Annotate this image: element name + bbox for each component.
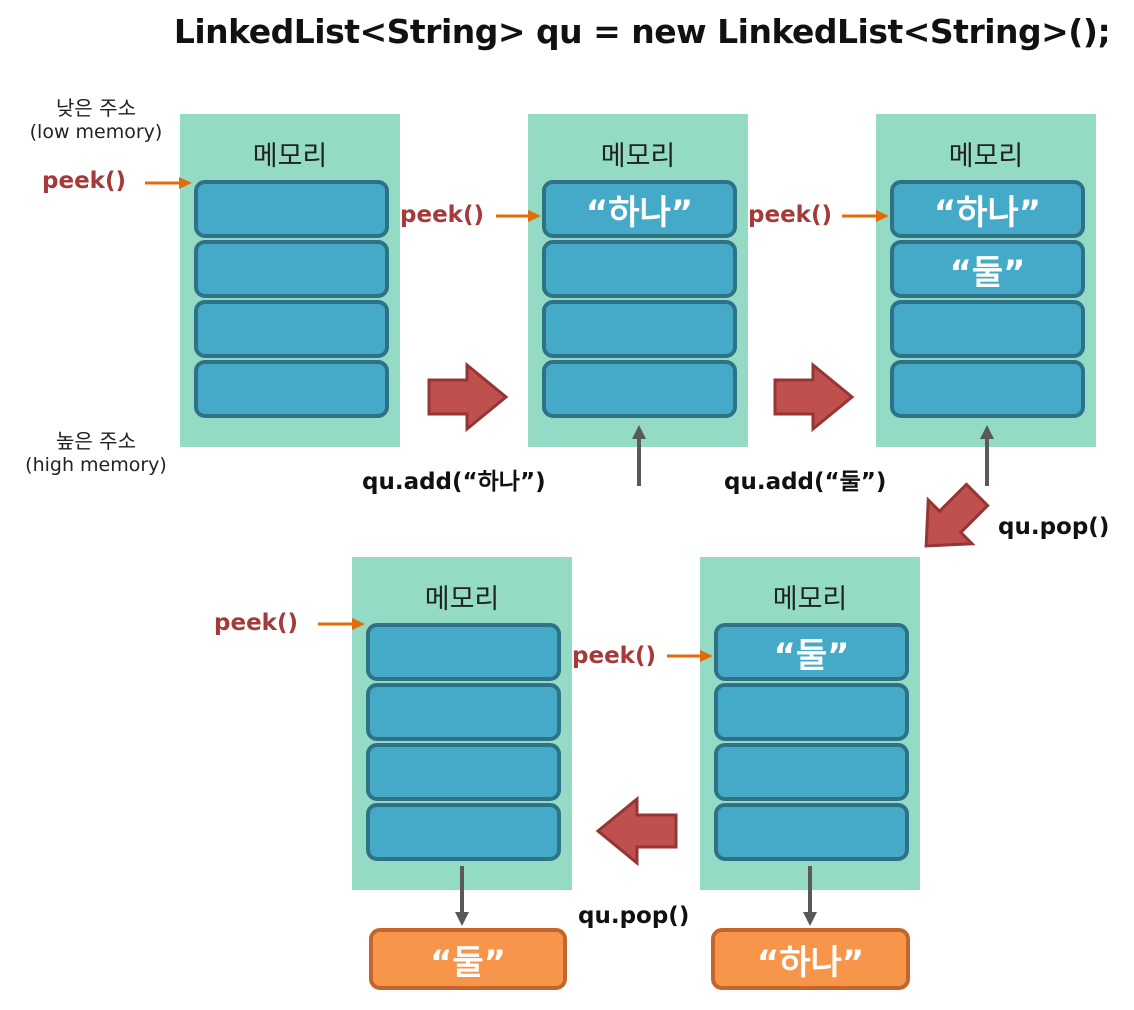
memory-block-3: 메모리 “하나” “둘” bbox=[876, 114, 1096, 447]
memory-cell bbox=[194, 240, 389, 298]
memory-cell bbox=[714, 683, 909, 741]
memory-cell bbox=[714, 743, 909, 801]
peek-label: peek() bbox=[748, 202, 832, 228]
high-address-label: 높은 주소 (high memory) bbox=[4, 425, 188, 476]
high-address-ko: 높은 주소 bbox=[56, 429, 136, 453]
add-one-label: qu.add(“하나”) bbox=[362, 469, 546, 495]
low-address-en: (low memory) bbox=[29, 121, 163, 143]
memory-cell bbox=[542, 300, 737, 358]
right-arrow-icon bbox=[427, 361, 509, 433]
left-arrow-icon bbox=[595, 795, 678, 867]
memory-cell: “둘” bbox=[890, 240, 1085, 298]
high-address-en: (high memory) bbox=[25, 454, 167, 476]
memory-block-1: 메모리 bbox=[180, 114, 400, 447]
memory-block-4: 메모리 “둘” bbox=[700, 557, 920, 890]
memory-cell bbox=[714, 803, 909, 861]
popped-value-box: “하나” bbox=[711, 928, 910, 990]
down-left-arrow-icon bbox=[924, 482, 990, 548]
code-title: LinkedList<String> qu = new LinkedList<S… bbox=[173, 12, 1111, 51]
gray-pointer-arrow bbox=[455, 425, 994, 926]
memory-cell bbox=[890, 300, 1085, 358]
low-address-ko: 낮은 주소 bbox=[56, 96, 136, 120]
peek-label: peek() bbox=[214, 610, 298, 636]
peek-pointer-arrow bbox=[145, 177, 889, 662]
memory-label: 메모리 bbox=[252, 141, 328, 172]
memory-cell: “하나” bbox=[542, 180, 737, 238]
memory-label: 메모리 bbox=[948, 141, 1024, 172]
memory-cell bbox=[194, 360, 389, 418]
pop-label: qu.pop() bbox=[998, 514, 1110, 540]
peek-label: peek() bbox=[572, 643, 656, 669]
add-two-label: qu.add(“둘”) bbox=[724, 469, 887, 495]
memory-cell bbox=[890, 360, 1085, 418]
pop-label: qu.pop() bbox=[578, 903, 690, 929]
memory-block-5: 메모리 bbox=[352, 557, 572, 890]
memory-cell: “하나” bbox=[890, 180, 1085, 238]
memory-cell bbox=[194, 180, 389, 238]
popped-value-box: “둘” bbox=[369, 928, 567, 990]
memory-block-2: 메모리 “하나” bbox=[528, 114, 748, 447]
memory-label: 메모리 bbox=[772, 584, 848, 615]
memory-cell bbox=[366, 683, 561, 741]
low-address-label: 낮은 주소 (low memory) bbox=[6, 92, 186, 143]
right-arrow-icon bbox=[773, 361, 855, 433]
memory-cell bbox=[542, 240, 737, 298]
memory-cell bbox=[542, 360, 737, 418]
memory-label: 메모리 bbox=[424, 584, 500, 615]
memory-cell bbox=[366, 803, 561, 861]
memory-label: 메모리 bbox=[600, 141, 676, 172]
peek-label: peek() bbox=[400, 202, 484, 228]
memory-cell bbox=[194, 300, 389, 358]
peek-label: peek() bbox=[42, 168, 126, 194]
memory-cell bbox=[366, 623, 561, 681]
memory-cell: “둘” bbox=[714, 623, 909, 681]
memory-cell bbox=[366, 743, 561, 801]
